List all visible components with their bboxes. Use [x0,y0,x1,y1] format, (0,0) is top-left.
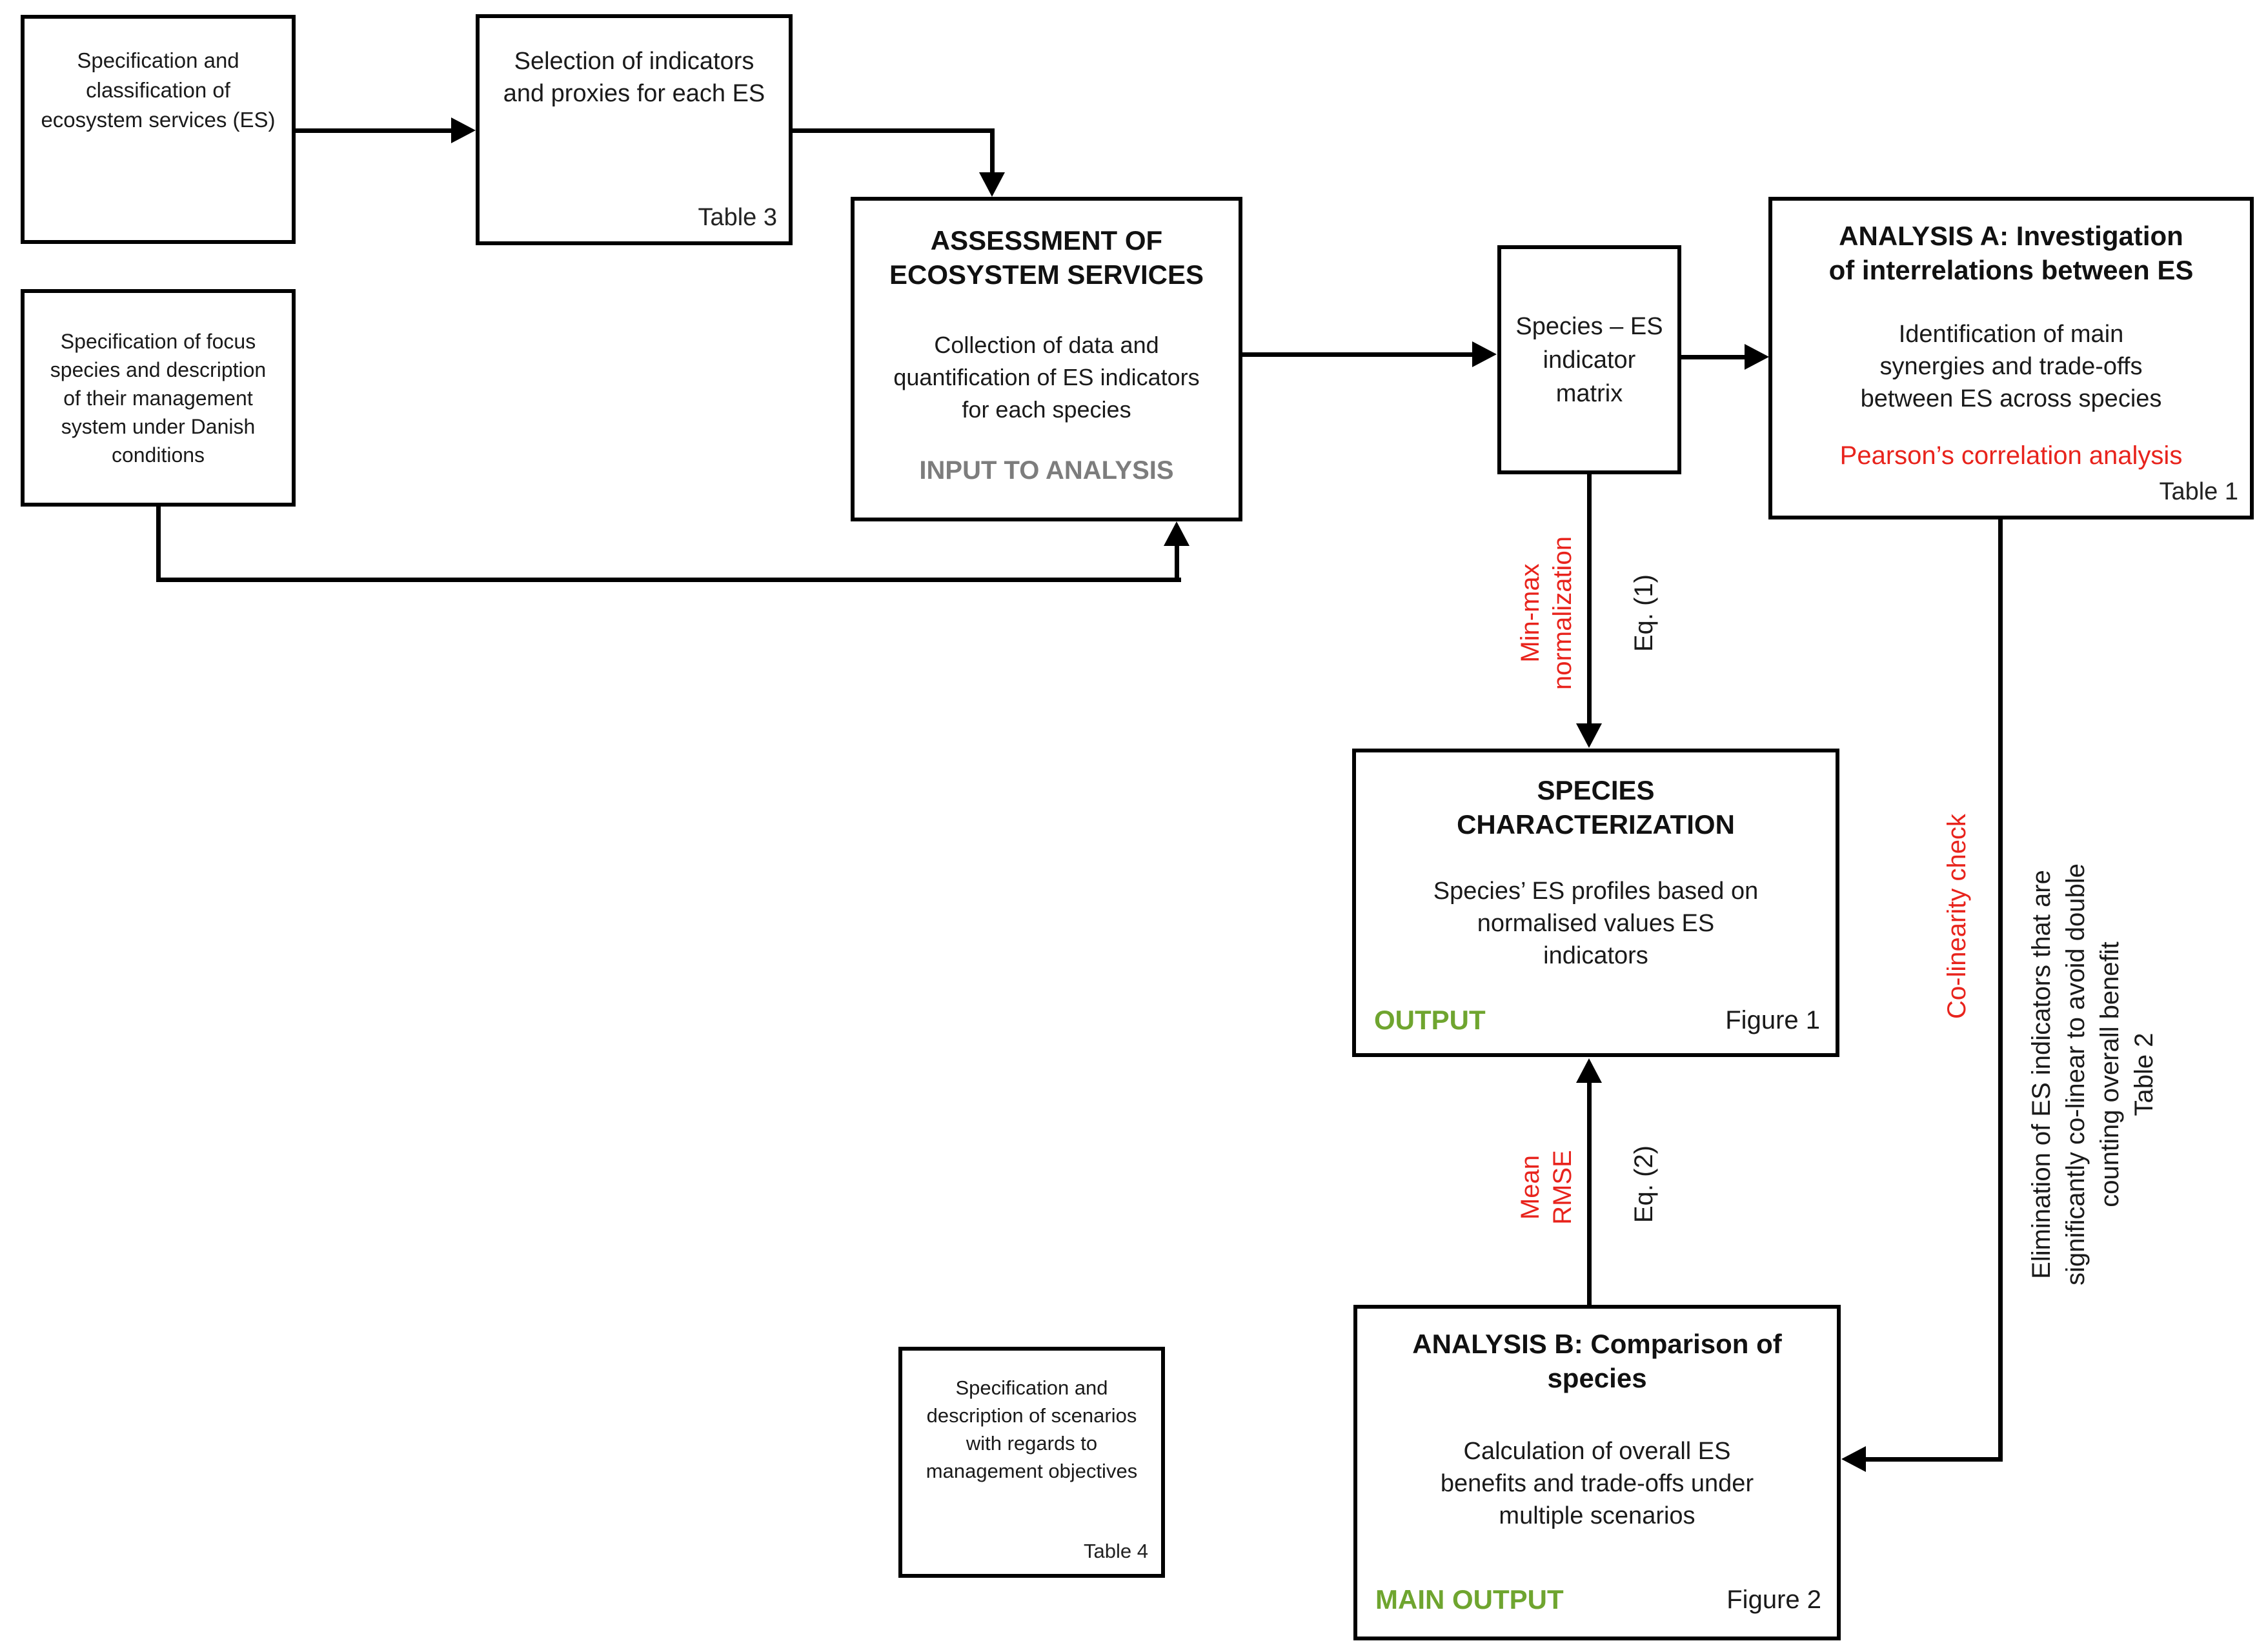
box-species-characterization-title: SPECIES CHARACTERIZATION [1457,775,1735,840]
label-elimination: Elimination of ES indicators that are si… [2025,752,2161,1397]
arrowhead-analysis-b-to-characterization [1576,1058,1602,1083]
connector-focus-to-assessment-h [156,578,1181,582]
connector-analysis-a-to-b-v [1998,519,2003,1462]
box-focus-species: Specification of focus species and descr… [21,289,296,507]
connector-selection-to-assessment-h [793,128,995,133]
box-focus-species-text: Specification of focus species and descr… [50,329,267,467]
connector-matrix-to-analysis-a [1681,355,1745,359]
arrowhead-spec-to-selection [451,117,476,143]
label-min-max-normalization: Min-max normalization [1516,536,1577,690]
box-spec-es: Specification and classification of ecos… [21,15,296,244]
box-species-characterization-tag: Figure 1 [1725,1006,1820,1034]
box-selection: Selection of indicators and proxies for … [476,14,793,245]
box-analysis-b-tag: Figure 2 [1726,1586,1821,1614]
box-assessment-title: ASSESSMENT OF ECOSYSTEM SERVICES [889,225,1204,290]
box-selection-tag: Table 3 [698,204,777,231]
box-assessment-body: Collection of data and quantification of… [893,332,1200,423]
box-scenarios: Specification and description of scenari… [898,1347,1165,1578]
connector-spec-to-selection [296,128,452,133]
label-elimination-text: Elimination of ES indicators that are si… [2027,863,2124,1285]
arrowhead-matrix-to-characterization [1576,723,1602,748]
box-analysis-b-title: ANALYSIS B: Comparison of species [1412,1329,1782,1393]
box-scenarios-text: Specification and description of scenari… [926,1376,1138,1482]
connector-analysis-b-to-characterization [1587,1082,1592,1305]
connector-analysis-a-to-b-h [1866,1457,2003,1462]
box-analysis-b-body: Calculation of overall ES benefits and t… [1440,1438,1754,1529]
box-species-characterization: SPECIES CHARACTERIZATION Species’ ES pro… [1352,749,1839,1057]
box-analysis-a-title: ANALYSIS A: Investigation of interrelati… [1828,221,2194,285]
box-analysis-b-footer: MAIN OUTPUT [1375,1584,1564,1615]
connector-focus-to-assessment-v2 [1175,546,1179,582]
box-species-es-matrix-text: Species – ES indicator matrix [1515,312,1663,407]
box-spec-es-text: Specification and classification of ecos… [41,48,276,132]
box-analysis-a-method: Pearson’s correlation analysis [1839,441,2183,470]
box-scenarios-tag: Table 4 [1084,1540,1148,1562]
arrowhead-analysis-a-to-b [1841,1446,1866,1472]
connector-matrix-to-characterization [1587,474,1592,724]
label-mean-rmse: Mean RMSE [1516,1150,1577,1225]
box-species-characterization-footer: OUTPUT [1374,1005,1486,1035]
box-analysis-a-body: Identification of main synergies and tra… [1860,321,2162,412]
arrowhead-selection-to-assessment [979,172,1005,197]
box-analysis-a: ANALYSIS A: Investigation of interrelati… [1768,197,2254,519]
box-species-es-matrix: Species – ES indicator matrix [1497,245,1681,474]
connector-focus-to-assessment-v1 [156,507,161,582]
box-assessment-footer: INPUT TO ANALYSIS [919,456,1174,485]
arrowhead-matrix-to-analysis-a [1745,344,1769,370]
box-analysis-b: ANALYSIS B: Comparison of species Calcul… [1353,1305,1841,1640]
label-elimination-tag: Table 2 [2130,1032,2158,1116]
label-eq-2: Eq. (2) [1630,1145,1658,1224]
arrowhead-focus-to-assessment [1164,521,1189,546]
box-analysis-a-tag: Table 1 [2159,478,2238,505]
box-species-characterization-body: Species’ ES profiles based on normalised… [1433,878,1759,969]
connector-selection-to-assessment-v [990,128,995,174]
label-eq-1: Eq. (1) [1630,574,1658,652]
box-selection-text: Selection of indicators and proxies for … [503,48,765,107]
box-assessment: ASSESSMENT OF ECOSYSTEM SERVICES Collect… [851,197,1242,521]
label-co-linearity-check: Co-linearity check [1943,814,1971,1019]
arrowhead-assessment-to-matrix [1472,341,1497,367]
connector-assessment-to-matrix [1242,352,1473,357]
